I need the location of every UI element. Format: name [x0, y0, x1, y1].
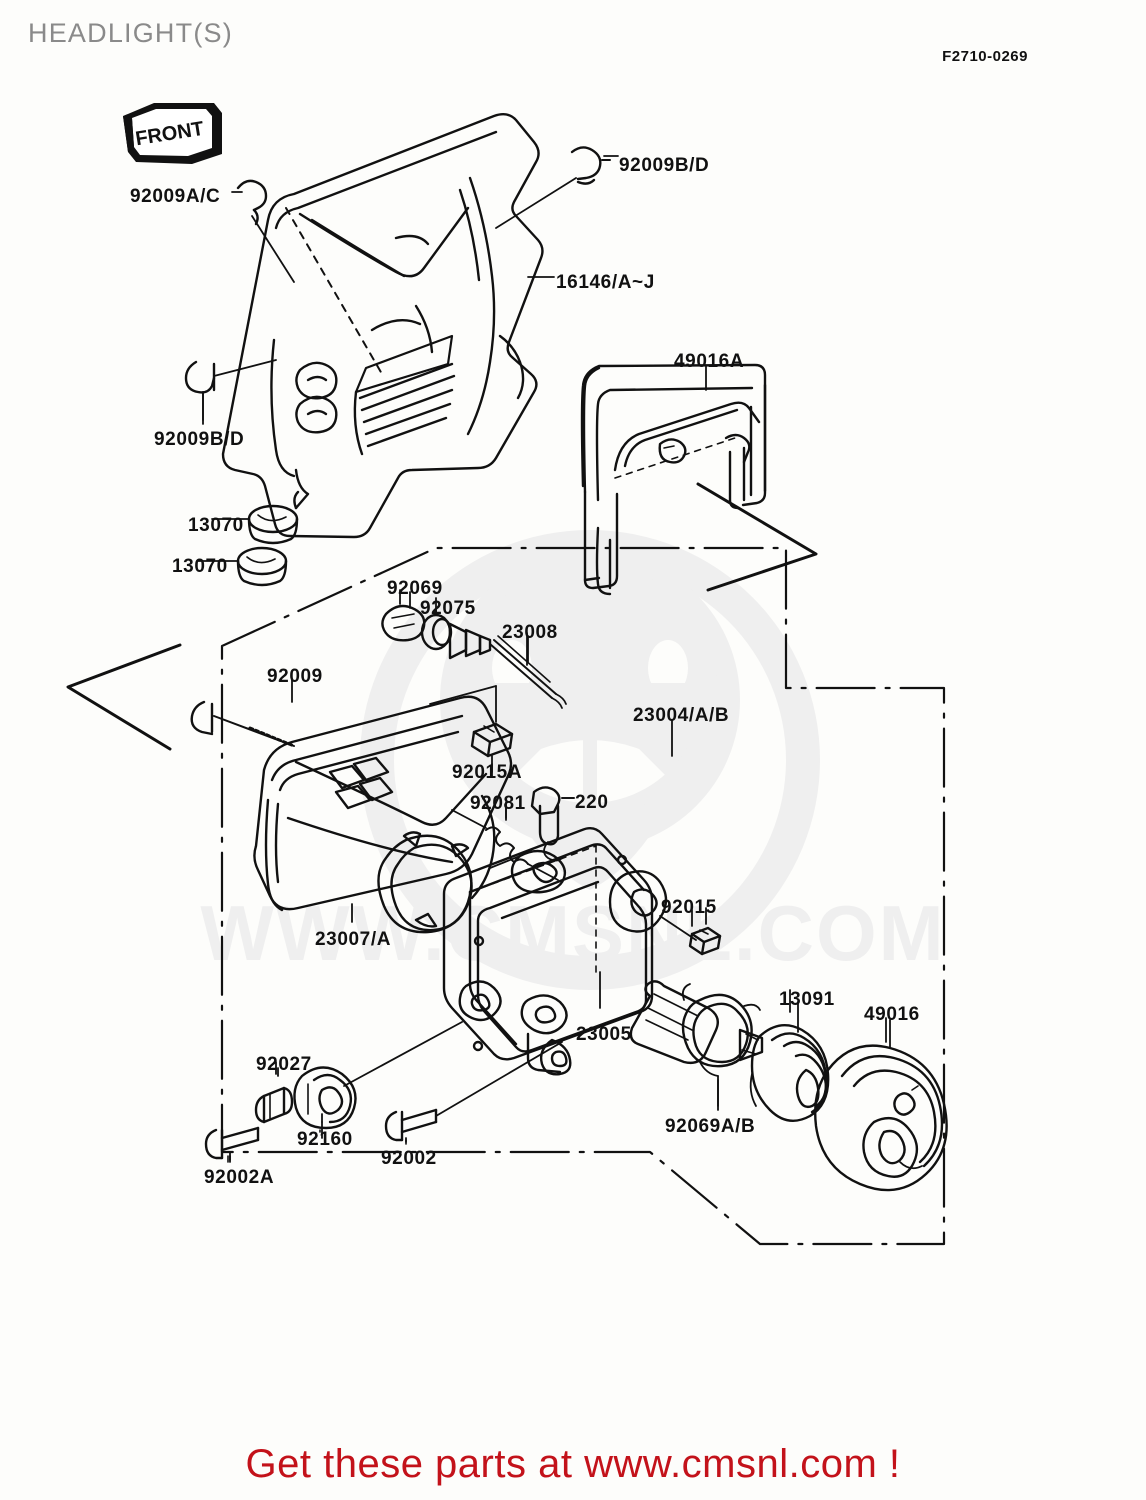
part-callout-92069[interactable]: 92069	[387, 578, 443, 599]
footer-cta[interactable]: Get these parts at www.cmsnl.com !	[245, 1442, 901, 1486]
leader-lines	[197, 155, 887, 1161]
part-92002A-bolt	[204, 1126, 260, 1163]
part-callout-13070-b[interactable]: 13070	[172, 556, 228, 577]
part-23007A-lens-unit	[253, 695, 513, 934]
part-callout-220[interactable]: 220	[575, 792, 609, 813]
part-callout-23004[interactable]: 23004/A/B	[633, 705, 730, 726]
part-23008-socket-lead	[448, 622, 567, 709]
front-direction-marker: FRONT	[123, 103, 222, 164]
direction-chevron-left	[66, 643, 182, 751]
part-92027-collar	[254, 1061, 294, 1124]
part-92160-damper	[293, 1021, 463, 1139]
part-callout-23005[interactable]: 23005	[576, 1024, 632, 1045]
part-callout-92160[interactable]: 92160	[297, 1129, 353, 1150]
part-92009AC-screw	[236, 179, 295, 283]
part-callout-92009A/C[interactable]: 92009A/C	[130, 186, 221, 207]
part-callout-23007/A[interactable]: 23007/A	[315, 929, 392, 950]
part-callout-92069A/B[interactable]: 92069A/B	[665, 1116, 756, 1137]
part-callout-23008[interactable]: 23008	[502, 622, 558, 643]
page-title: HEADLIGHT(S)	[28, 18, 233, 48]
part-callout-13091[interactable]: 13091	[779, 989, 835, 1010]
part-callout-92009B/D-t[interactable]: 92009B/D	[619, 155, 710, 176]
part-23005-rim-bracket	[442, 827, 697, 1076]
part-92002-bolt	[384, 1041, 563, 1145]
direction-chevron-right	[696, 482, 818, 592]
part-92009BD-top-screw	[495, 146, 611, 229]
part-callout-92002A[interactable]: 92002A	[204, 1167, 275, 1188]
part-callout-92015[interactable]: 92015	[661, 897, 717, 918]
part-callout-49016[interactable]: 49016	[864, 1004, 920, 1025]
part-callout-49016A[interactable]: 49016A	[674, 351, 745, 372]
part-49016A-bracket	[580, 363, 767, 596]
part-13091-holder	[749, 989, 830, 1122]
part-callout-16146[interactable]: 16146/A~J	[556, 272, 655, 293]
part-92009-screw	[190, 700, 296, 748]
watermark-text: WWW.CMSNL.COM	[200, 889, 945, 977]
part-callout-92002[interactable]: 92002	[381, 1148, 437, 1169]
part-92015-nut	[688, 907, 722, 956]
part-13070-grommet-b	[213, 546, 288, 587]
sheet-code: F2710-0269	[942, 48, 1028, 65]
part-92015A-nut	[429, 685, 514, 773]
part-callout-92009[interactable]: 92009	[267, 666, 323, 687]
part-16146-cover	[221, 113, 544, 539]
part-callout-13070-a[interactable]: 13070	[188, 515, 244, 536]
part-callout-92027[interactable]: 92027	[256, 1054, 312, 1075]
part-callout-92075[interactable]: 92075	[420, 598, 476, 619]
part-callout-92015A[interactable]: 92015A	[452, 762, 523, 783]
part-callout-92081[interactable]: 92081	[470, 793, 526, 814]
part-49016-rubber-cap	[814, 1019, 948, 1192]
assembly-boundary-23004	[220, 546, 946, 1246]
part-13070-grommet-a	[226, 504, 299, 545]
part-callout-92009B/D-l[interactable]: 92009B/D	[154, 429, 245, 450]
